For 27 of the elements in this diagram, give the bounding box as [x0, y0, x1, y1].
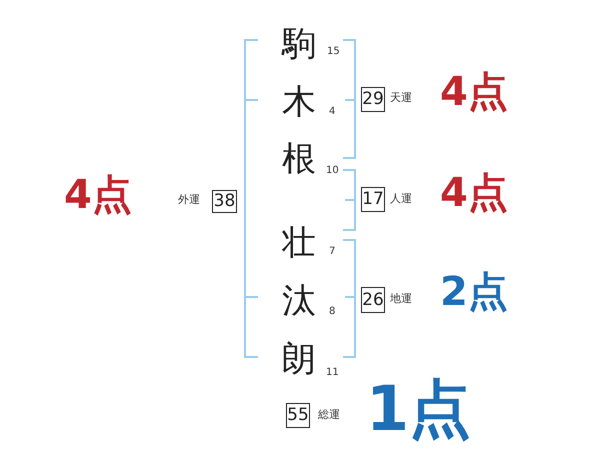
number-box: 26: [361, 287, 385, 313]
number-box: 17: [361, 187, 385, 212]
name-character: 壮: [280, 226, 317, 260]
score-text: 4点: [440, 173, 508, 213]
stroke-count: 10: [326, 166, 339, 176]
stroke-count: 7: [329, 247, 336, 257]
fortune-label: 地運: [390, 293, 412, 304]
fortune-label: 総運: [318, 409, 340, 420]
stroke-count: 11: [326, 368, 339, 378]
number-box: 29: [361, 87, 385, 112]
fortune-label: 天運: [390, 92, 412, 103]
number-box: 38: [212, 190, 237, 213]
stroke-count: 8: [329, 307, 336, 317]
fortune-label: 人運: [390, 193, 412, 204]
number-box: 55: [286, 403, 310, 428]
score-text: 1点: [366, 378, 472, 440]
name-character: 朗: [281, 342, 317, 376]
name-character: 駒: [280, 27, 317, 61]
fortune-label: 外運: [178, 194, 200, 205]
score-text: 2点: [440, 272, 508, 312]
stroke-count: 15: [327, 47, 340, 57]
score-text: 4点: [64, 175, 132, 215]
stroke-count: 4: [329, 107, 336, 117]
score-text: 4点: [440, 72, 508, 112]
name-character: 木: [281, 85, 317, 119]
name-character: 汰: [281, 284, 317, 318]
name-character: 根: [281, 142, 317, 176]
